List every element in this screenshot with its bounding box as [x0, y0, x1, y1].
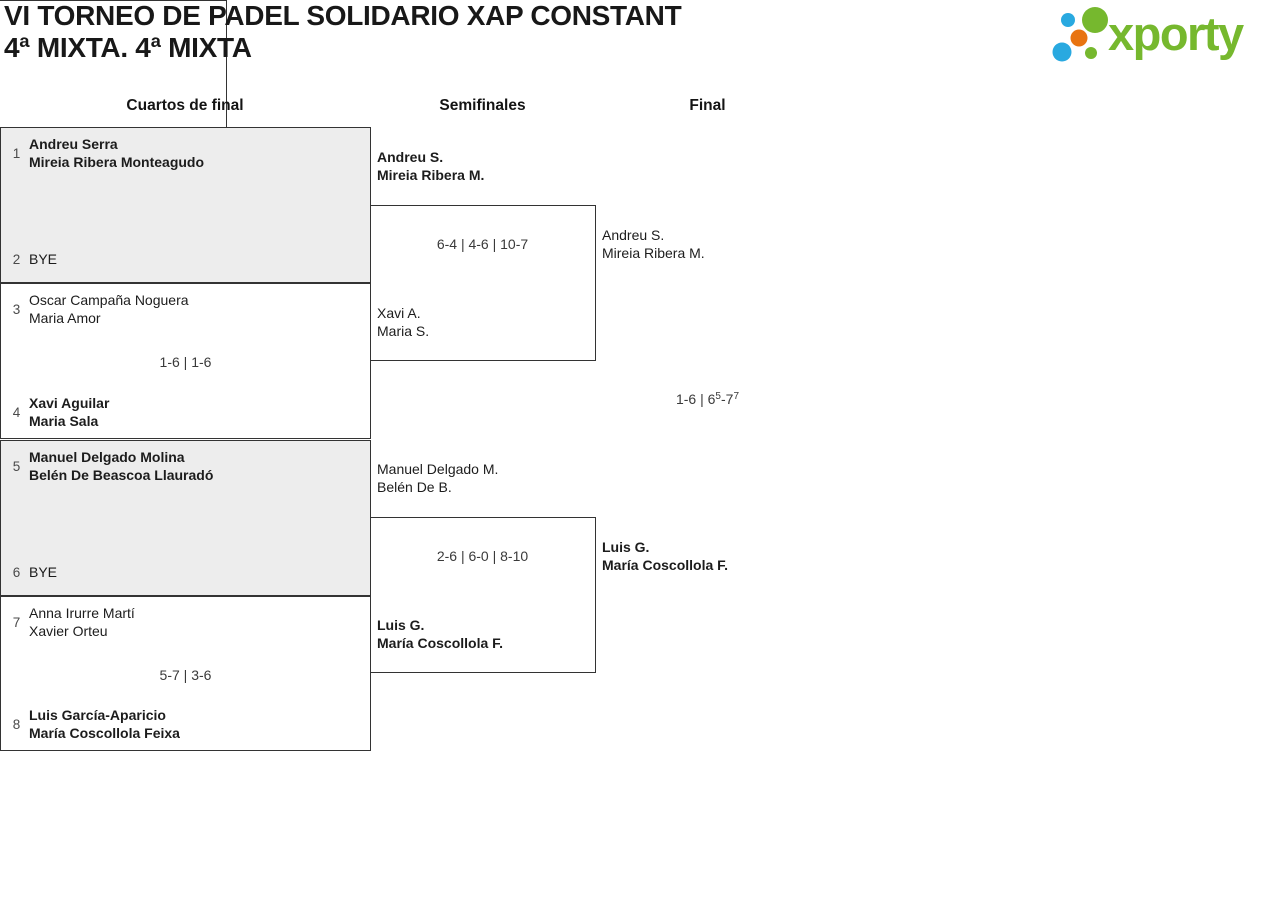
team-names: Xavi Aguilar Maria Sala [29, 395, 109, 430]
team-names: Luis G. María Coscollola F. [602, 538, 728, 574]
player-name: Maria Amor [29, 309, 101, 326]
team-row: 5 Manuel Delgado Molina Belén De Beascoa… [9, 449, 214, 484]
player-name: Oscar Campaña Noguera [29, 292, 189, 308]
team-names: Luis G. María Coscollola F. [377, 616, 503, 652]
player-name: Belén De Beascoa Llauradó [29, 466, 214, 483]
team-names: BYE [29, 251, 57, 269]
team-names: BYE [29, 564, 57, 582]
player-name: Maria S. [377, 323, 430, 339]
player-name: Luis García-Aparicio [29, 707, 166, 723]
player-name: Manuel Delgado Molina [29, 449, 185, 465]
seed-number: 6 [12, 564, 21, 580]
player-name: Maria Sala [29, 412, 99, 429]
team-names: Xavi A. Maria S. [377, 304, 429, 340]
player-name: Mireia Ribera M. [602, 245, 705, 261]
player-name: Manuel Delgado M. [377, 461, 499, 477]
xporty-dots-icon [1052, 7, 1108, 62]
team-names: Oscar Campaña Noguera Maria Amor [29, 292, 189, 327]
seed-number: 8 [12, 717, 21, 732]
team-row: 6 BYE [9, 564, 57, 582]
category-title: 4ª MIXTA. 4ª MIXTA [4, 32, 252, 63]
team-row: 1 Andreu Serra Mireia Ribera Monteagudo [9, 136, 204, 171]
team-names: Andreu S. Mireia Ribera M. [602, 226, 705, 262]
player-name: Andreu Serra [29, 136, 118, 152]
match-score: 6-4 | 4-6 | 10-7 [436, 236, 529, 252]
match-box-qf1: 1 Andreu Serra Mireia Ribera Monteagudo … [0, 127, 371, 283]
player-name: BYE [29, 250, 58, 267]
team-row: 8 Luis García-Aparicio María Coscollola … [9, 707, 180, 742]
team-row: 3 Oscar Campaña Noguera Maria Amor [9, 292, 189, 327]
xporty-wordmark: xporty [1108, 7, 1244, 60]
seed-number: 5 [12, 459, 21, 474]
player-name: María Coscollola F. [602, 557, 729, 573]
xporty-logo[interactable]: xporty [1048, 2, 1276, 68]
player-name: Xavi A. [377, 305, 421, 321]
match-score: 1-6 | 1-6 [159, 354, 212, 370]
tournament-title: VI TORNEO DE PADEL SOLIDARIO XAP CONSTAN… [4, 0, 682, 31]
match-score: 1-6 | 65-77 [675, 390, 739, 407]
round-header-final: Final [689, 97, 726, 114]
player-name: Andreu S. [602, 227, 665, 243]
team-names: Anna Irurre Martí Xavier Orteu [29, 605, 135, 640]
match-box-sf1 [370, 205, 596, 361]
round-header-quarterfinals: Cuartos de final [126, 97, 244, 114]
seed-number: 2 [12, 251, 21, 267]
tiebreak-score: 5 [715, 390, 721, 402]
tiebreak-score: 7 [733, 390, 739, 402]
team-row: 2 BYE [9, 251, 57, 269]
player-name: Mireia Ribera Monteagudo [29, 153, 205, 170]
match-box-qf4: 7 Anna Irurre Martí Xavier Orteu 5-7 | 3… [0, 596, 371, 751]
team-names: Manuel Delgado M. Belén De B. [377, 460, 498, 496]
match-box-sf2 [370, 517, 596, 673]
round-header-semifinals: Semifinales [439, 97, 526, 114]
team-names: Luis García-Aparicio María Coscollola Fe… [29, 707, 180, 742]
team-names: Manuel Delgado Molina Belén De Beascoa L… [29, 449, 213, 484]
player-name: Belén De B. [377, 479, 452, 495]
seed-number: 7 [12, 615, 21, 630]
player-name: Xavi Aguilar [29, 395, 110, 411]
player-name: Andreu S. [377, 149, 444, 165]
team-names: Andreu Serra Mireia Ribera Monteagudo [29, 136, 204, 171]
player-name: Anna Irurre Martí [29, 605, 135, 621]
player-name: María Coscollola F. [377, 635, 504, 651]
seed-number: 4 [12, 405, 21, 420]
player-name: Xavier Orteu [29, 622, 108, 639]
player-name: BYE [29, 563, 58, 580]
match-score: 2-6 | 6-0 | 8-10 [436, 548, 529, 564]
match-box-qf3: 5 Manuel Delgado Molina Belén De Beascoa… [0, 440, 371, 596]
page-title: VI TORNEO DE PADEL SOLIDARIO XAP CONSTAN… [4, 0, 682, 64]
match-box-qf2: 3 Oscar Campaña Noguera Maria Amor 1-6 |… [0, 283, 371, 439]
player-name: Luis G. [602, 539, 650, 555]
player-name: Mireia Ribera M. [377, 167, 485, 183]
seed-number: 3 [12, 302, 21, 317]
team-row: 4 Xavi Aguilar Maria Sala [9, 395, 110, 430]
seed-number: 1 [12, 146, 21, 161]
match-score: 5-7 | 3-6 [159, 667, 212, 683]
team-row: 7 Anna Irurre Martí Xavier Orteu [9, 605, 135, 640]
player-name: Luis G. [377, 617, 425, 633]
player-name: María Coscollola Feixa [29, 724, 180, 741]
team-names: Andreu S. Mireia Ribera M. [377, 148, 484, 184]
